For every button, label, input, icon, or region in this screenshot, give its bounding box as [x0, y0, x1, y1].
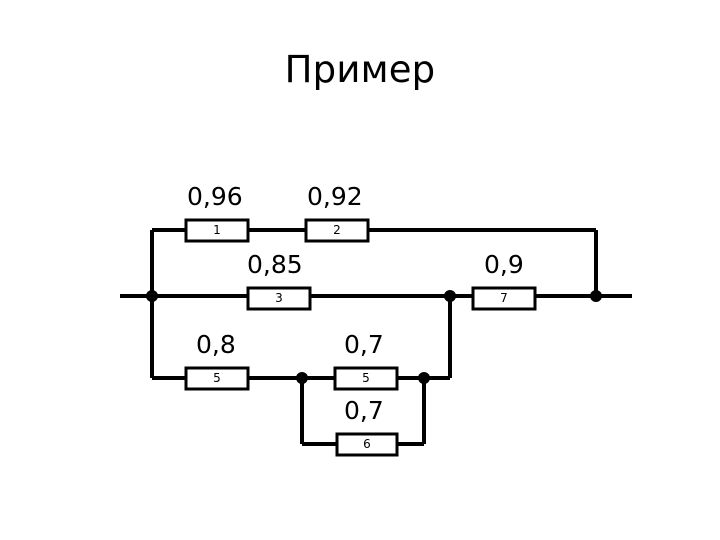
- probability-label-block-2: 0,92: [307, 182, 363, 211]
- junction-node-lower-right: [418, 372, 430, 384]
- block-rect-2: [304, 218, 370, 243]
- block-rect-7: [471, 286, 537, 311]
- probability-label-block-3: 0,85: [247, 250, 303, 279]
- block-rect-5a: [184, 366, 250, 391]
- junction-node-mid-right: [444, 290, 456, 302]
- block-rect-6: [335, 432, 399, 457]
- block-number-6: 6: [363, 437, 371, 451]
- block-number-7: 7: [500, 291, 508, 305]
- probability-label-block-1: 0,96: [187, 182, 243, 211]
- block-rect-5b: [333, 366, 399, 391]
- block-rect-3: [246, 286, 312, 311]
- junction-node-lower-left: [296, 372, 308, 384]
- block-rect-1: [184, 218, 250, 243]
- block-number-3: 3: [275, 291, 283, 305]
- block-number-2: 2: [333, 223, 341, 237]
- junction-node-left: [146, 290, 158, 302]
- probability-label-block-7: 0,9: [484, 250, 524, 279]
- block-number-1: 1: [213, 223, 221, 237]
- block-number-5a: 5: [213, 371, 221, 385]
- block-number-5b: 5: [362, 371, 370, 385]
- junction-node-right: [590, 290, 602, 302]
- probability-label-block-5b: 0,7: [344, 330, 384, 359]
- probability-label-block-5a: 0,8: [196, 330, 236, 359]
- probability-label-block-6: 0,7: [344, 396, 384, 425]
- page-title: Пример: [284, 48, 436, 91]
